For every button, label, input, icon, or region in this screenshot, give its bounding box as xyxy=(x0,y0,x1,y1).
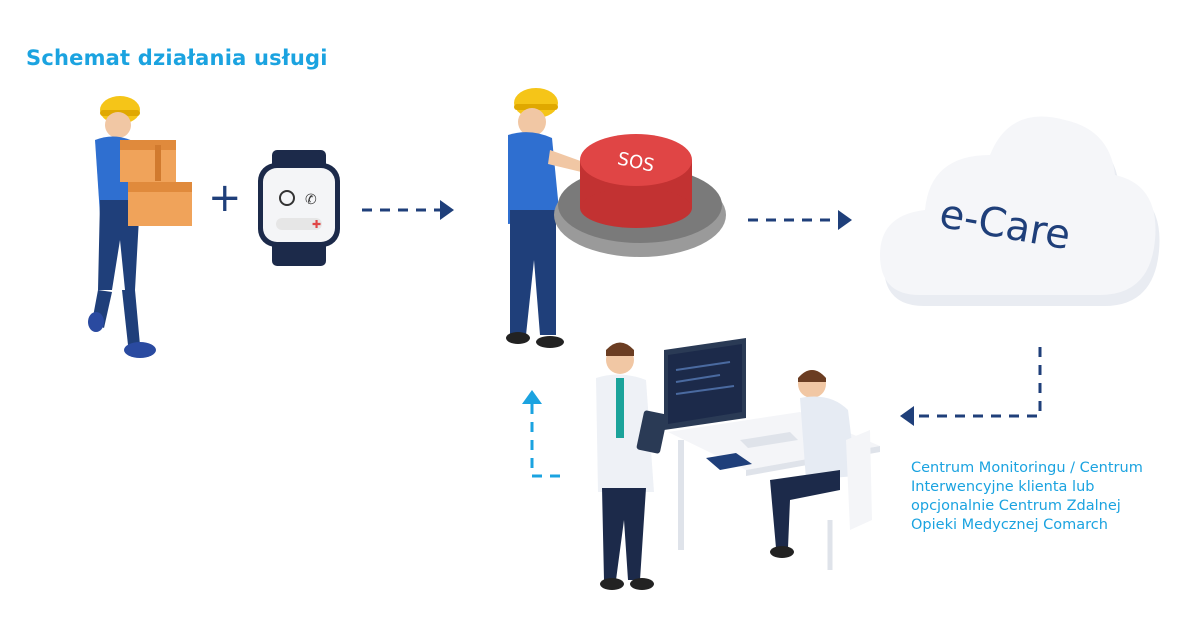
plus-sign: + xyxy=(208,175,242,221)
flow-arrow-2-head xyxy=(838,210,852,230)
flow-arrow-3-head xyxy=(900,406,914,426)
caption-line-3: opcjonalnie Centrum Zdalnej xyxy=(911,498,1121,514)
svg-text:✆: ✆ xyxy=(305,192,317,208)
monitoring-desk-illustration xyxy=(664,338,880,570)
sos-button-illustration: SOS xyxy=(554,134,726,257)
flow-arrow-4-head xyxy=(522,390,542,404)
caption-line-4: Opieki Medycznej Comarch xyxy=(911,517,1108,533)
sos-watch-illustration: ✆ ✚ xyxy=(258,150,340,266)
worker-with-boxes-illustration xyxy=(88,96,192,358)
caption-line-1: Centrum Monitoringu / Centrum xyxy=(911,460,1143,476)
monitoring-center-caption: Centrum Monitoringu / Centrum Interwency… xyxy=(911,459,1181,535)
ecare-cloud-illustration: e-Care xyxy=(880,116,1160,307)
caption-line-2: Interwencyjne klienta lub xyxy=(911,479,1095,495)
diagram-title: Schemat działania usługi xyxy=(26,46,328,70)
flow-arrow-1-head xyxy=(440,200,454,220)
doctor-illustration xyxy=(596,342,668,590)
flow-arrow-3 xyxy=(915,347,1042,418)
worker-pressing-sos-illustration xyxy=(506,88,600,348)
svg-text:✚: ✚ xyxy=(312,218,321,231)
flow-arrow-4 xyxy=(530,404,560,478)
